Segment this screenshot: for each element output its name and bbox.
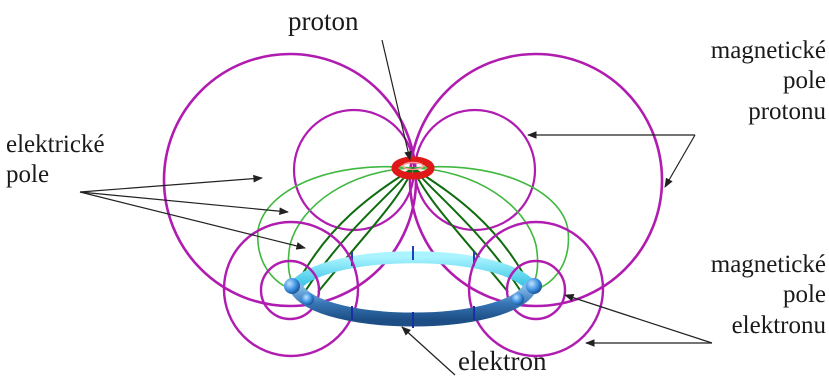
- arrow-magneticke-elektronu-1: [565, 295, 712, 343]
- proton-field-loop-large-left: [164, 54, 416, 306]
- arrow-elektricke-1: [80, 178, 262, 192]
- electron-sphere-left-2: [302, 293, 314, 305]
- label-elektricke-line2: pole: [6, 161, 49, 188]
- arrow-elektricke-2: [80, 192, 288, 212]
- electron-sphere-right-2: [512, 293, 524, 305]
- electron-sphere-right: [526, 278, 542, 294]
- arrow-elektron: [402, 327, 455, 375]
- label-magneticke-elektronu-line3: elektronu: [732, 312, 827, 339]
- label-magneticke-protonu-line2: pole: [783, 67, 826, 94]
- arrow-magneticke-protonu-2: [665, 135, 695, 187]
- label-proton: proton: [288, 6, 359, 36]
- electron-sphere-left: [284, 278, 300, 294]
- label-magneticke-elektronu-line2: pole: [783, 281, 826, 308]
- proton-field-loop-large-right: [410, 54, 662, 306]
- electric-field-inner: [296, 168, 530, 292]
- label-magneticke-protonu-line3: protonu: [748, 98, 826, 125]
- arrow-elektricke-3: [80, 192, 305, 248]
- label-magneticke-elektronu-line1: magnetické: [711, 251, 826, 278]
- label-elektron: elektron: [458, 346, 547, 376]
- label-elektricke-line1: elektrické: [6, 131, 105, 158]
- electron-ring-back: [296, 246, 530, 285]
- label-magneticke-protonu-line1: magnetické: [711, 37, 826, 64]
